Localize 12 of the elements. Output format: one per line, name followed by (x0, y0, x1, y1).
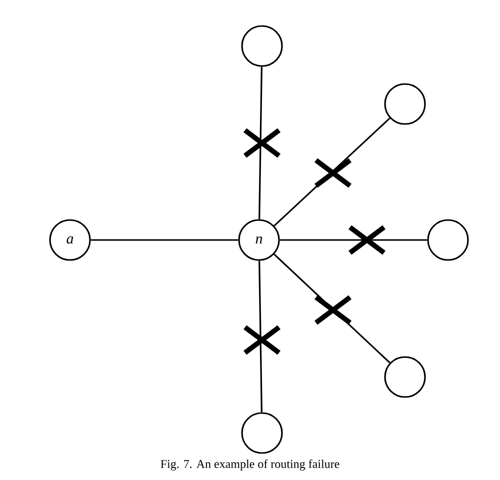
connector-line (274, 118, 390, 226)
node-circle (427, 219, 469, 261)
node-circle (241, 412, 283, 454)
node-circle (384, 83, 426, 125)
node-circle (241, 25, 283, 67)
caption: Fig. 7. An example of routing failure (160, 459, 340, 471)
connector-line (258, 260, 262, 412)
connector-line (258, 66, 262, 220)
connector-line (90, 239, 238, 241)
connector-line (274, 254, 390, 364)
connector-line (280, 239, 428, 241)
node-circle (384, 356, 426, 398)
